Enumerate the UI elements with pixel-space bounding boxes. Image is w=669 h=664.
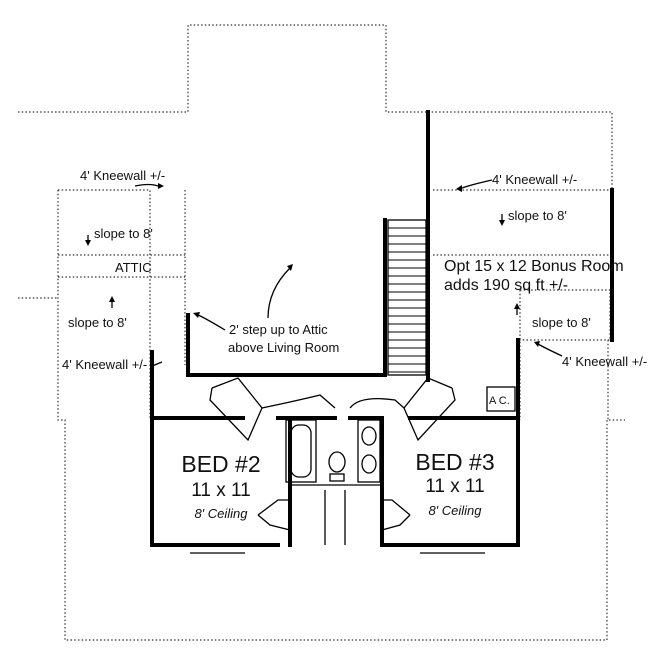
attic-label: ATTIC [115, 260, 152, 275]
slope-label-bottom-left: slope to 8' [68, 315, 127, 330]
kneewall-label-bottom-right: 4' Kneewall +/- [562, 354, 647, 369]
bed2-ceiling: 8' Ceiling [194, 506, 248, 521]
step-label-line1: 2' step up to Attic [229, 322, 328, 337]
slope-label-top-right: slope to 8' [508, 208, 567, 223]
bed3-ceiling: 8' Ceiling [428, 503, 482, 518]
kneewall-label-top-left: 4' Kneewall +/- [80, 168, 165, 183]
door-swings [209, 377, 456, 545]
bathroom-fixtures [285, 419, 381, 483]
toilet [328, 451, 346, 473]
slope-label-top-left: slope to 8' [94, 226, 153, 241]
vanity [357, 419, 381, 483]
sink-2 [361, 454, 377, 474]
kneewall-label-top-right: 4' Kneewall +/- [492, 172, 577, 187]
bed3-name: BED #3 [415, 449, 494, 475]
bonus-room-label-line1: Opt 15 x 12 Bonus Room [444, 258, 624, 275]
ac-unit [486, 386, 516, 412]
slope-label-bottom-right: slope to 8' [532, 315, 591, 330]
kneewall-label-bottom-left: 4' Kneewall +/- [62, 357, 147, 372]
step-label-line2: above Living Room [228, 340, 339, 355]
bed3-size: 11 x 11 [425, 476, 485, 497]
bed2-name: BED #2 [181, 451, 260, 477]
sink-1 [361, 426, 377, 446]
ac-label: A C. [489, 395, 510, 407]
leader-arrows [85, 179, 563, 368]
staircase [387, 219, 427, 376]
bathtub [285, 419, 317, 483]
bonus-room-label-line2: adds 190 sq ft +/- [444, 277, 568, 294]
bed2-size: 11 x 11 [191, 480, 251, 501]
